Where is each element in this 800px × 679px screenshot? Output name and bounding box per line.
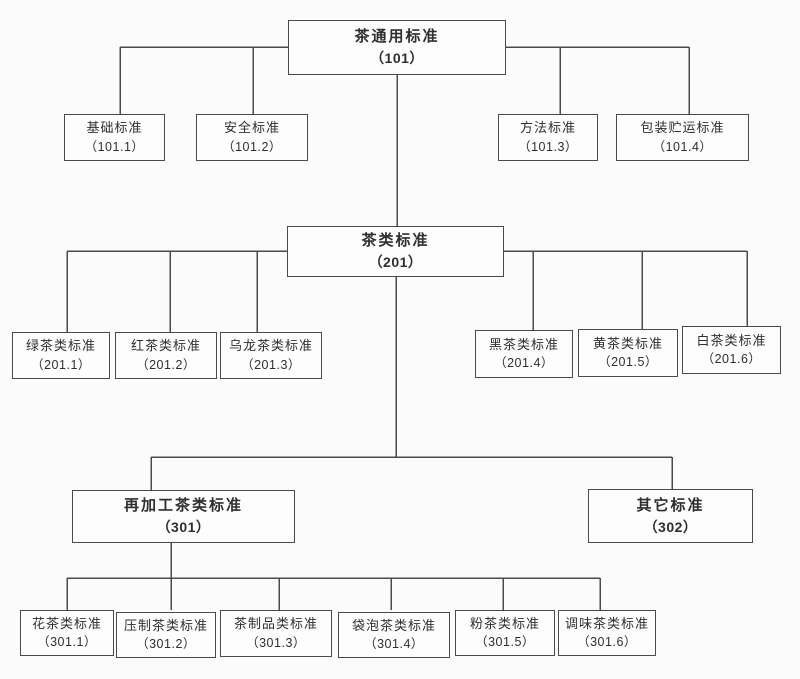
node-201-label: 茶类标准 [361, 232, 430, 250]
node-101-3-label: 方法标准 [519, 120, 576, 136]
node-201-2-label: 红茶类标准 [130, 338, 201, 354]
connector-path [66, 46, 748, 610]
node-101: 茶通用标准 （101） [288, 20, 506, 75]
node-201-5-label: 黄茶类标准 [592, 335, 663, 351]
node-201-6: 白茶类标准 （201.6） [682, 326, 781, 374]
node-101-1: 基础标准 （101.1） [64, 114, 165, 161]
node-201-4: 黑茶类标准 （201.4） [475, 330, 573, 378]
node-201-2: 红茶类标准 （201.2） [115, 332, 217, 379]
node-301: 再加工茶类标准 （301） [72, 490, 295, 543]
node-201-1: 绿茶类标准 （201.1） [12, 332, 110, 379]
node-201-1-label: 绿茶类标准 [25, 338, 96, 354]
node-301-code: （301） [156, 519, 211, 536]
node-301-5-label: 粉茶类标准 [469, 615, 540, 631]
node-301-2: 压制茶类标准 （301.2） [116, 612, 216, 658]
node-101-1-code: （101.1） [84, 139, 145, 154]
node-301-3-label: 茶制品类标准 [233, 616, 318, 632]
node-301-4: 袋泡茶类标准 （301.4） [338, 612, 450, 658]
node-302: 其它标准 （302） [588, 489, 753, 543]
node-101-4: 包装贮运标准 （101.4） [616, 114, 749, 161]
node-201-3: 乌龙茶类标准 （201.3） [220, 332, 322, 379]
node-201: 茶类标准 （201） [287, 226, 504, 277]
node-201-3-label: 乌龙茶类标准 [228, 338, 313, 354]
node-101-label: 茶通用标准 [354, 28, 440, 46]
node-201-6-code: （201.6） [701, 352, 762, 367]
node-201-5: 黄茶类标准 （201.5） [578, 329, 678, 377]
node-301-1: 花茶类标准 （301.1） [20, 610, 114, 656]
node-301-5: 粉茶类标准 （301.5） [455, 610, 555, 656]
node-101-code: （101） [370, 50, 424, 67]
node-101-2-code: （101.2） [222, 139, 282, 154]
node-101-2-label: 安全标准 [223, 120, 280, 136]
node-301-1-code: （301.1） [37, 635, 97, 650]
node-201-2-code: （201.2） [136, 357, 196, 372]
node-302-label: 其它标准 [636, 496, 705, 514]
node-201-4-code: （201.4） [494, 356, 554, 371]
node-301-6: 调味茶类标准 （301.6） [558, 610, 656, 656]
node-101-3: 方法标准 （101.3） [498, 114, 598, 161]
node-302-code: （302） [643, 518, 698, 535]
node-201-4-label: 黑茶类标准 [488, 336, 559, 352]
node-101-3-code: （101.3） [518, 139, 578, 154]
node-101-4-code: （101.4） [652, 139, 713, 154]
node-301-6-code: （301.6） [577, 635, 637, 650]
node-301-1-label: 花茶类标准 [31, 615, 102, 631]
node-201-5-code: （201.5） [598, 355, 658, 370]
node-301-3: 茶制品类标准 （301.3） [220, 610, 332, 657]
node-301-2-code: （301.2） [136, 637, 196, 652]
node-301-label: 再加工茶类标准 [123, 497, 243, 515]
node-201-1-code: （201.1） [31, 357, 91, 372]
node-201-6-label: 白茶类标准 [696, 332, 767, 348]
node-301-2-label: 压制茶类标准 [123, 617, 208, 633]
node-301-3-code: （301.3） [246, 635, 306, 650]
node-301-6-label: 调味茶类标准 [564, 615, 649, 631]
node-201-3-code: （201.3） [241, 357, 301, 372]
node-301-4-code: （301.4） [364, 637, 424, 652]
node-301-4-label: 袋泡茶类标准 [351, 617, 436, 633]
node-101-2: 安全标准 （101.2） [196, 114, 308, 161]
node-101-4-label: 包装贮运标准 [640, 120, 725, 136]
node-201-code: （201） [368, 254, 423, 271]
node-301-5-code: （301.5） [475, 635, 535, 650]
node-101-1-label: 基础标准 [86, 120, 143, 136]
